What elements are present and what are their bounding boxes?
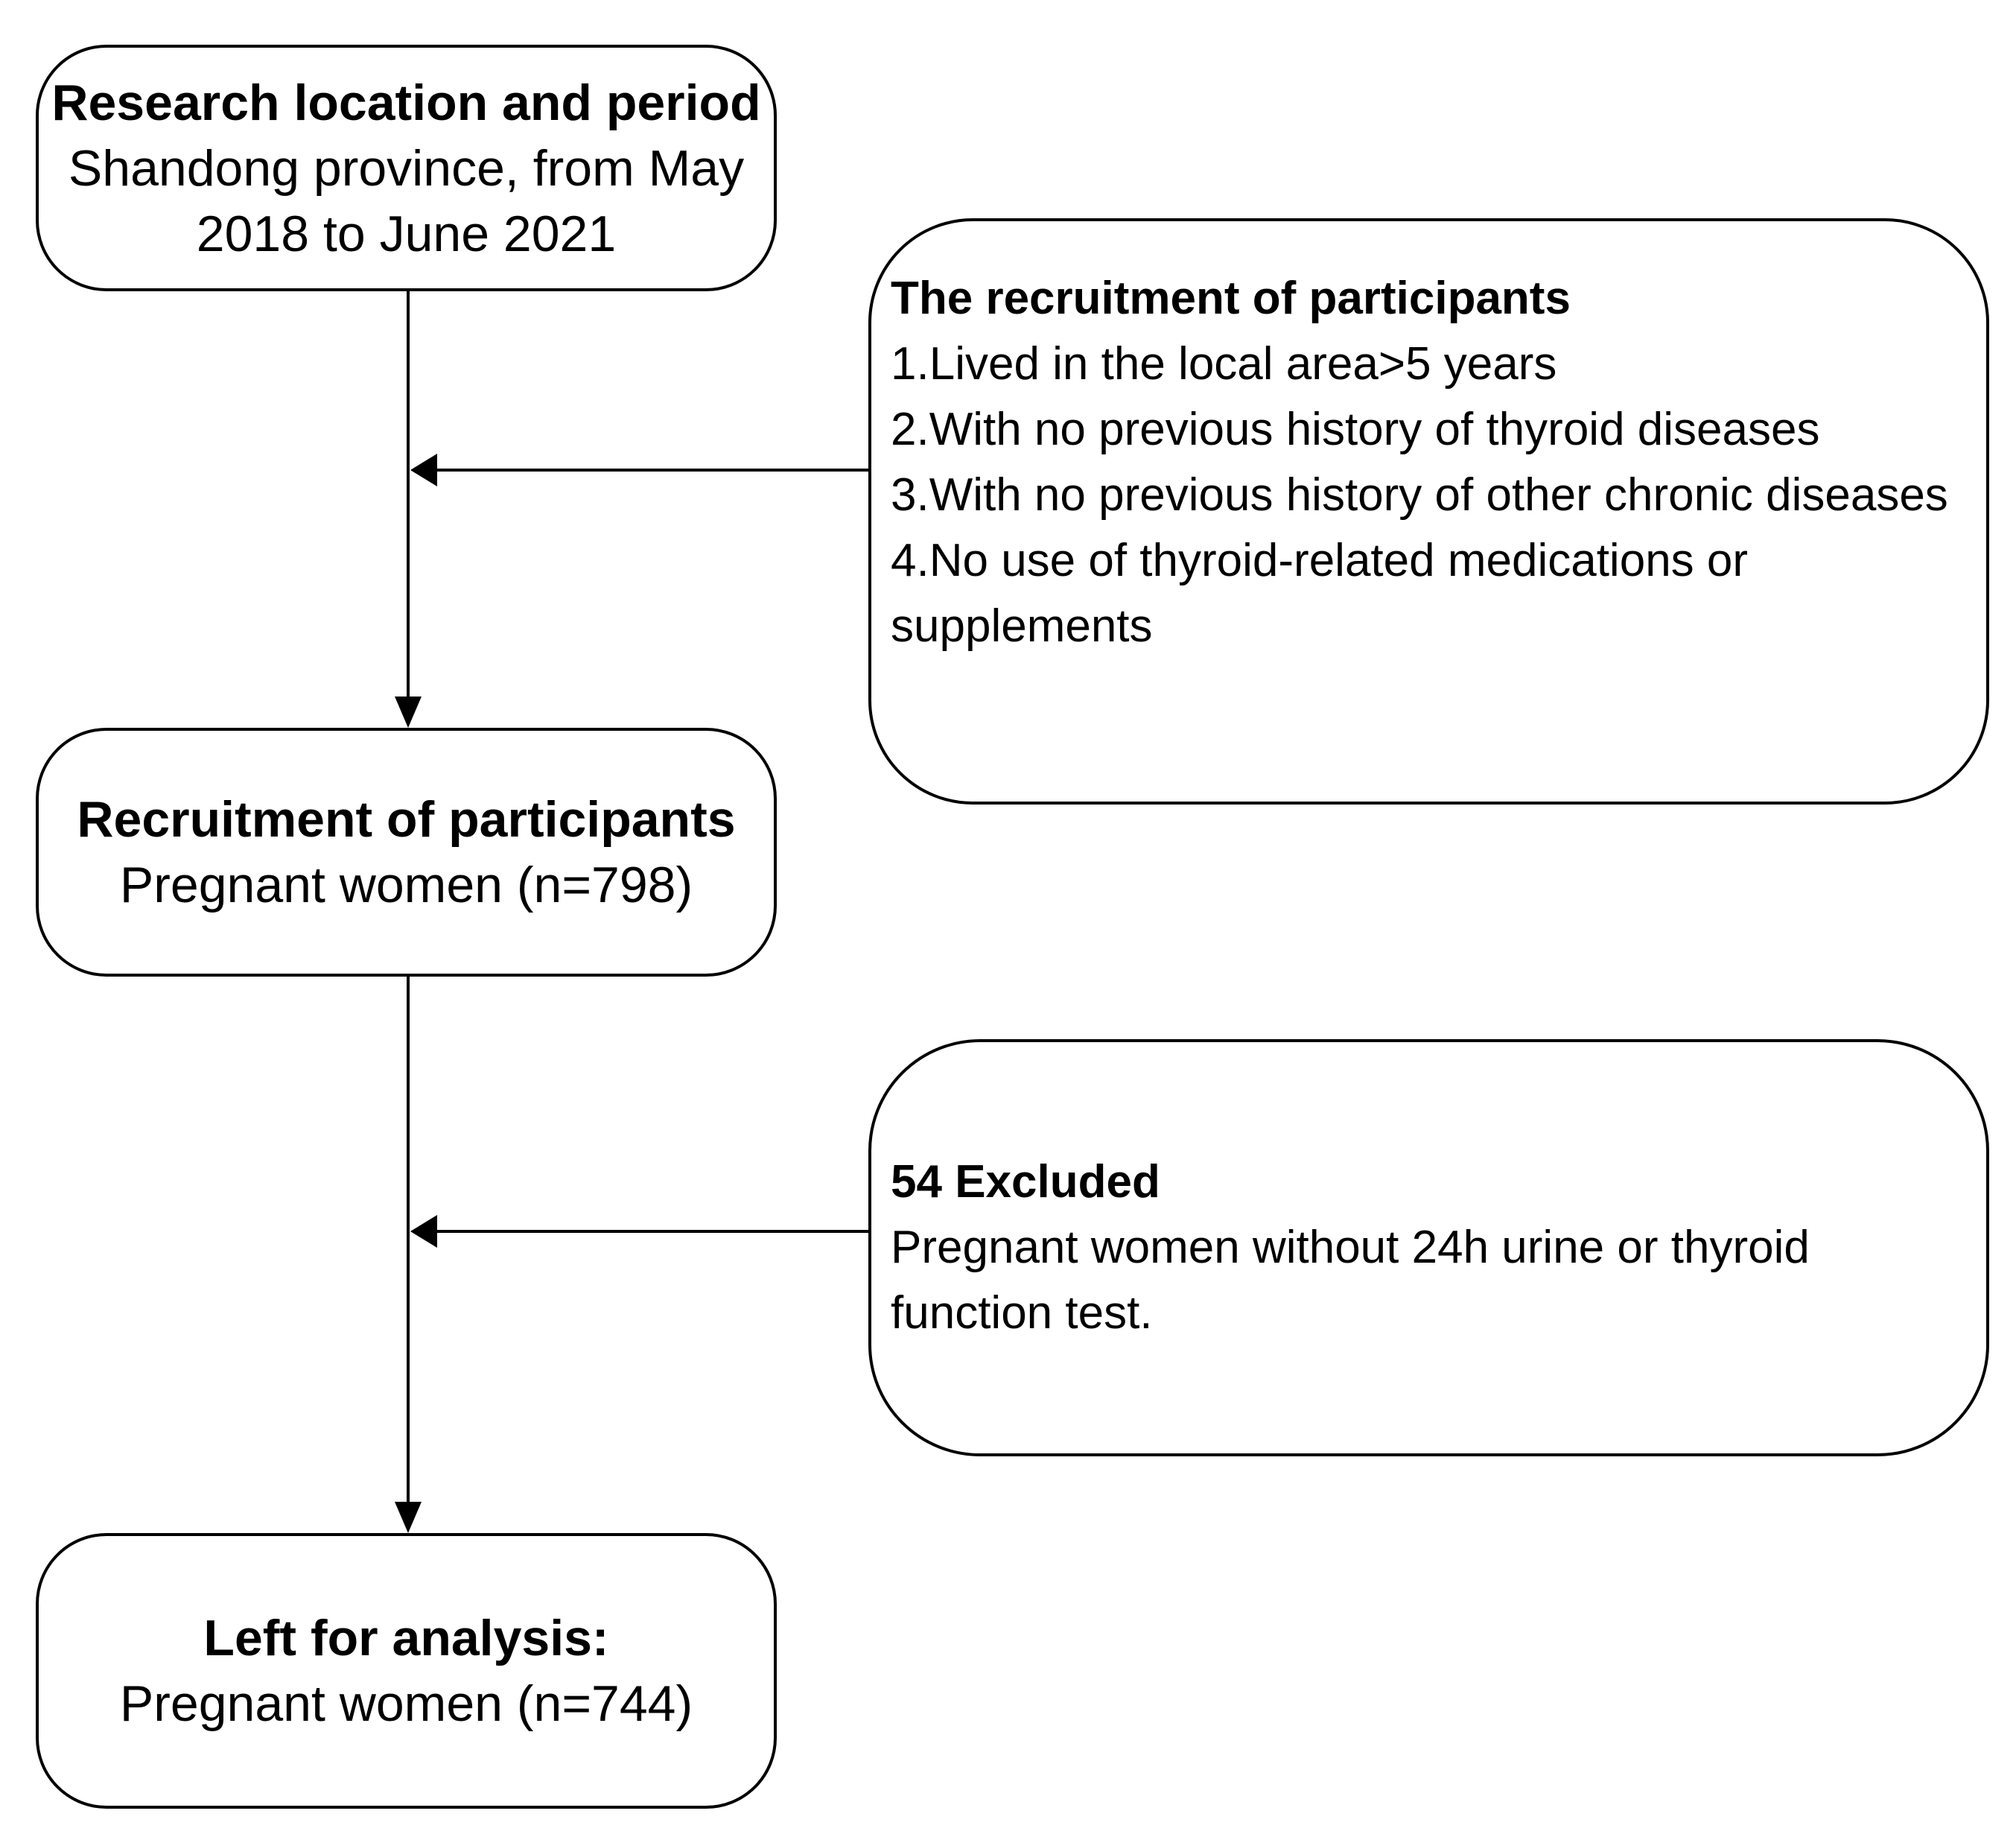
recruitment-title: Recruitment of participants: [77, 791, 736, 848]
criteria-item-2: 2.With no previous history of thyroid di…: [891, 404, 1820, 455]
flow-box-location: Research location and period Shandong pr…: [36, 45, 777, 291]
location-line-2: 2018 to June 2021: [196, 205, 617, 262]
analysis-title: Left for analysis:: [203, 1610, 609, 1666]
flow-box-recruitment: Recruitment of participants Pregnant wom…: [36, 728, 777, 977]
branch-connector-criteria: [435, 469, 868, 472]
arrow-down-icon: [395, 1502, 422, 1533]
flow-connector-location-to-recruitment: [407, 291, 410, 699]
analysis-subtitle: Pregnant women (n=744): [119, 1675, 693, 1732]
flow-box-excluded: 54 Excluded Pregnant women without 24h u…: [868, 1039, 1989, 1456]
arrow-left-icon: [410, 1215, 437, 1248]
excluded-title: 54 Excluded: [891, 1156, 1160, 1208]
recruitment-subtitle: Pregnant women (n=798): [119, 857, 693, 913]
flow-box-analysis: Left for analysis: Pregnant women (n=744…: [36, 1533, 777, 1809]
location-line-1: Shandong province, from May: [68, 139, 745, 197]
flow-connector-recruitment-to-analysis: [407, 977, 410, 1505]
criteria-title: The recruitment of participants: [891, 273, 1571, 324]
arrow-left-icon: [410, 454, 437, 486]
arrow-down-icon: [395, 697, 422, 728]
criteria-item-4: 4.No use of thyroid-related medications …: [891, 535, 1749, 652]
location-title: Research location and period: [51, 74, 761, 131]
criteria-item-3: 3.With no previous history of other chro…: [891, 469, 1948, 521]
criteria-item-1: 1.Lived in the local area>5 years: [891, 338, 1557, 390]
excluded-description: Pregnant women without 24h urine or thyr…: [891, 1222, 1810, 1339]
branch-connector-excluded: [435, 1230, 871, 1233]
flow-box-criteria: The recruitment of participants 1.Lived …: [868, 218, 1989, 805]
